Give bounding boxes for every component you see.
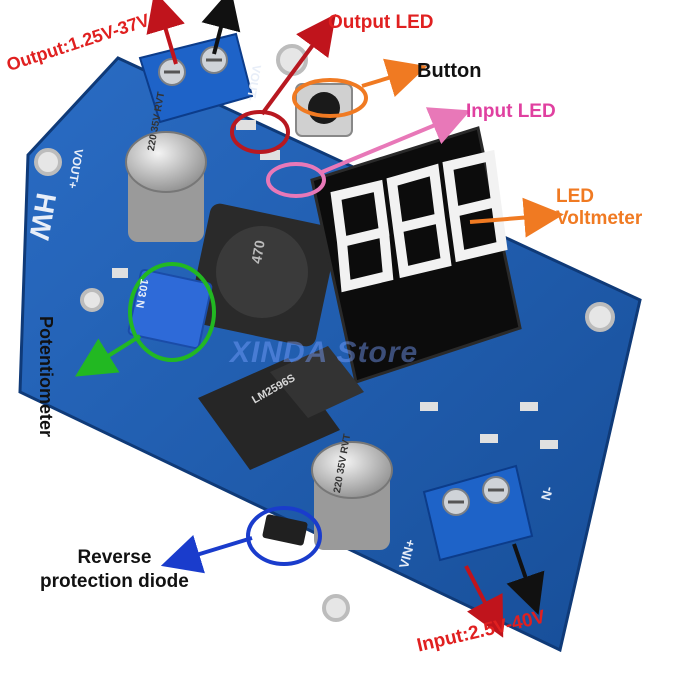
potentiometer: [127, 268, 213, 350]
led-display: [310, 126, 522, 384]
diode-arrow: [160, 535, 253, 574]
led-voltmeter-arrow: [469, 197, 564, 238]
input-red-arrow: [464, 565, 504, 638]
output-led-highlight: [230, 110, 290, 154]
output-black-arrow: [201, 0, 241, 55]
regulator-ic: [198, 346, 364, 470]
mount-hole: [80, 288, 104, 312]
output-red-arrow: [146, 0, 185, 65]
reverse-diode-label-line1: Reverse: [77, 547, 152, 568]
reverse-diode-label: Reverse protection diode: [40, 546, 189, 594]
input-black-arrow: [506, 543, 545, 615]
button-label: Button: [417, 60, 482, 82]
button-highlight: [292, 78, 368, 118]
output-terminal: [138, 32, 254, 124]
input-led-arrow: [321, 107, 471, 174]
input-led-label: Input LED: [466, 101, 556, 122]
input-led-highlight: [266, 162, 326, 198]
diode-highlight: [246, 506, 322, 566]
capacitor-output: [125, 131, 207, 242]
output-led-arrow: [260, 13, 336, 116]
store-watermark: XINDA Store: [230, 336, 419, 369]
mount-hole: [322, 594, 350, 622]
reverse-diode-label-line2: protection diode: [40, 571, 189, 592]
capacitor-input: [311, 441, 393, 550]
smd-components: [112, 120, 558, 449]
mount-hole: [34, 148, 62, 176]
output-led-label: Output LED: [328, 12, 434, 33]
mount-hole: [585, 302, 615, 332]
input-terminal: [422, 464, 534, 562]
led-voltmeter-label: LED Voltmeter: [556, 186, 642, 230]
button-arrow: [361, 58, 428, 97]
protection-diode: [262, 514, 308, 546]
inductor: [188, 203, 338, 347]
led-voltmeter-label-line1: LED: [556, 186, 594, 207]
potentiometer-highlight: [128, 262, 216, 362]
potentiometer-arrow: [75, 334, 142, 377]
potentiometer-label: Potentiometer: [36, 316, 56, 438]
led-voltmeter-label-line2: Voltmeter: [556, 208, 643, 229]
